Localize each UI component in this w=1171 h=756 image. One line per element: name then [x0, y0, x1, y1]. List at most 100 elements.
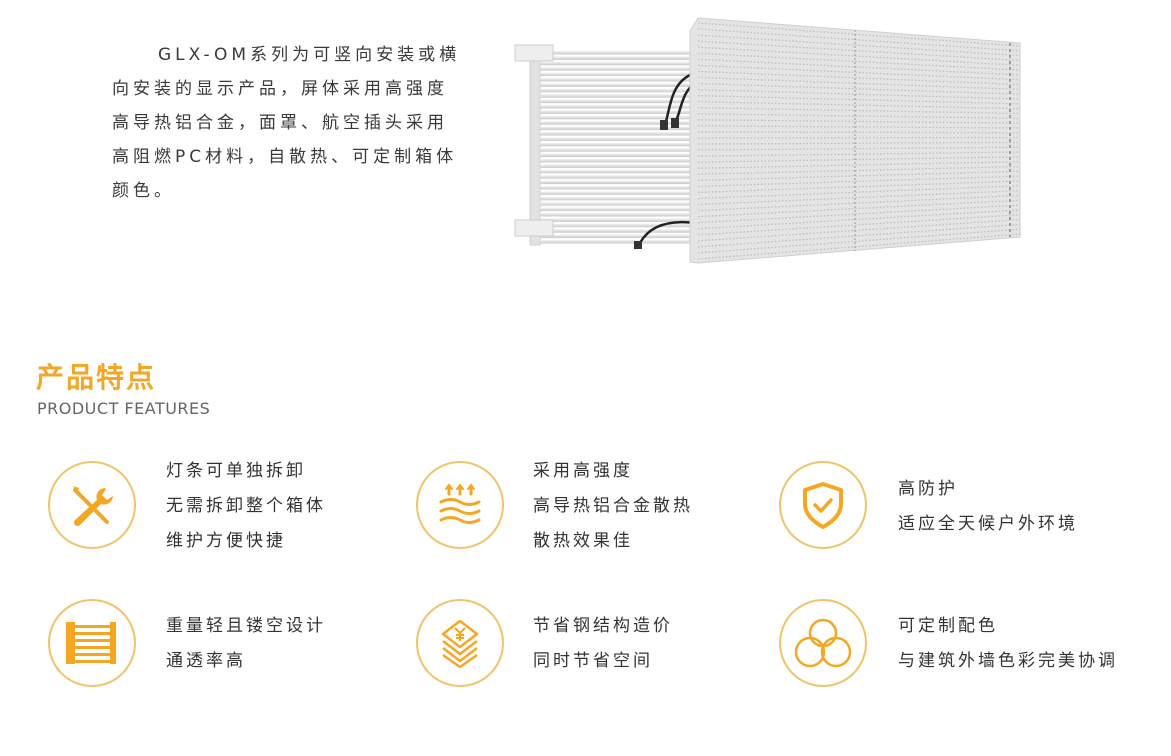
feature-line: 可定制配色 [898, 616, 998, 636]
feature-icon-circle [48, 461, 136, 549]
led-bar [540, 105, 692, 109]
feature-icon-circle [416, 599, 504, 687]
led-strip [697, 141, 1021, 145]
feature-text: 重量轻且镂空设计 通透率高 [166, 609, 326, 679]
led-strip [697, 76, 1021, 91]
section-subtitle: PRODUCT FEATURES [37, 399, 211, 418]
section-title: 产品特点 [36, 361, 157, 394]
led-bar [540, 142, 692, 147]
led-strip [697, 151, 1021, 157]
feature-text: 节省钢结构造价 同时节省空间 [533, 609, 673, 679]
led-bar [540, 207, 692, 212]
led-bar [540, 218, 692, 222]
product-description: GLX-OM系列为可竖向安装或横 向安装的显示产品，屏体采用高强度 高导热铝合金… [112, 38, 482, 208]
feature-line: 与建筑外墙色彩完美协调 [898, 651, 1118, 671]
led-strip [697, 189, 1021, 206]
feature-line: 无需拆卸整个箱体 [166, 496, 326, 516]
led-bar [540, 99, 692, 104]
led-bar [540, 202, 692, 206]
feature-line: 适应全天候户外环境 [898, 514, 1078, 534]
description-line: 高导热铝合金，面罩、航空插头采用 [112, 113, 448, 133]
feature-line: 维护方便快捷 [166, 531, 286, 551]
led-strip [697, 199, 1021, 218]
led-strip [697, 70, 1021, 86]
led-bar [540, 234, 692, 239]
led-bar [540, 88, 692, 93]
feature-line: 重量轻且镂空设计 [166, 616, 326, 636]
feature-text: 灯条可单独拆卸 无需拆卸整个箱体 维护方便快捷 [166, 454, 326, 559]
feature-icon-circle [779, 599, 867, 687]
led-strip [697, 119, 1021, 124]
shield-check-icon [803, 482, 843, 529]
led-strip [697, 214, 1021, 236]
feature-line: 同时节省空间 [533, 651, 653, 671]
led-bar [540, 223, 692, 228]
feature-line: 采用高强度 [533, 461, 633, 481]
feature-line: 节省钢结构造价 [533, 616, 673, 636]
heat-dissipation-icon [439, 483, 481, 524]
led-strip [697, 175, 1021, 188]
led-strip [697, 131, 1021, 134]
led-strip [697, 113, 1021, 119]
description-line: GLX-OM系列为可竖向安装或横 [158, 45, 461, 65]
led-strip [697, 64, 1021, 81]
tools-icon [73, 486, 113, 527]
led-strip [697, 107, 1021, 115]
led-strip [697, 233, 1021, 260]
led-strip [697, 228, 1021, 254]
led-strip [697, 170, 1021, 181]
led-bar [540, 175, 692, 179]
led-bar [540, 137, 692, 141]
led-strip [697, 209, 1021, 230]
led-bar [540, 213, 692, 217]
led-strip [697, 223, 1021, 248]
led-bar [540, 61, 692, 66]
led-bar [540, 94, 692, 98]
description-line: 向安装的显示产品，屏体采用高强度 [112, 79, 448, 99]
feature-text: 采用高强度 高导热铝合金散热 散热效果佳 [533, 454, 693, 559]
led-strip [697, 58, 1021, 76]
feature-text: 可定制配色 与建筑外墙色彩完美协调 [898, 609, 1118, 679]
led-strip [697, 101, 1021, 110]
led-bar [540, 115, 692, 120]
led-strip [697, 46, 1021, 66]
led-bar [540, 186, 692, 190]
led-bar [540, 51, 692, 55]
description-line: 颜色。 [112, 181, 175, 201]
led-strip [697, 185, 1021, 200]
led-strip [697, 82, 1021, 95]
feature-icon-circle [779, 461, 867, 549]
feature-line: 散热效果佳 [533, 531, 633, 551]
led-strip [697, 165, 1021, 175]
led-bar [540, 169, 692, 174]
led-bar [540, 67, 692, 71]
grille-icon [66, 622, 116, 664]
led-bar [540, 126, 692, 131]
yuan-layers-icon [441, 619, 479, 668]
led-bar [540, 164, 692, 168]
led-strip [697, 125, 1021, 129]
led-strip [697, 52, 1021, 71]
led-bar [540, 191, 692, 195]
led-bar [540, 110, 692, 114]
led-strip [697, 204, 1021, 224]
led-strip [697, 88, 1021, 100]
led-strip [697, 161, 1021, 169]
feature-line: 灯条可单独拆卸 [166, 461, 306, 481]
led-strip [697, 28, 1021, 52]
led-strip [697, 156, 1021, 163]
led-bar [540, 78, 692, 82]
feature-line: 高导热铝合金散热 [533, 496, 693, 516]
led-bar [540, 121, 692, 125]
led-bar [540, 180, 692, 185]
led-strip [697, 218, 1021, 242]
led-strip [697, 22, 1021, 47]
led-bar [540, 72, 692, 77]
led-strip [697, 194, 1021, 212]
led-bar [540, 159, 692, 163]
led-bar [540, 196, 692, 201]
led-bar [540, 148, 692, 152]
color-circles-icon [794, 618, 852, 668]
led-bar [540, 56, 692, 60]
description-line: 高阻燃PC材料，自散热、可定制箱体 [112, 147, 458, 167]
